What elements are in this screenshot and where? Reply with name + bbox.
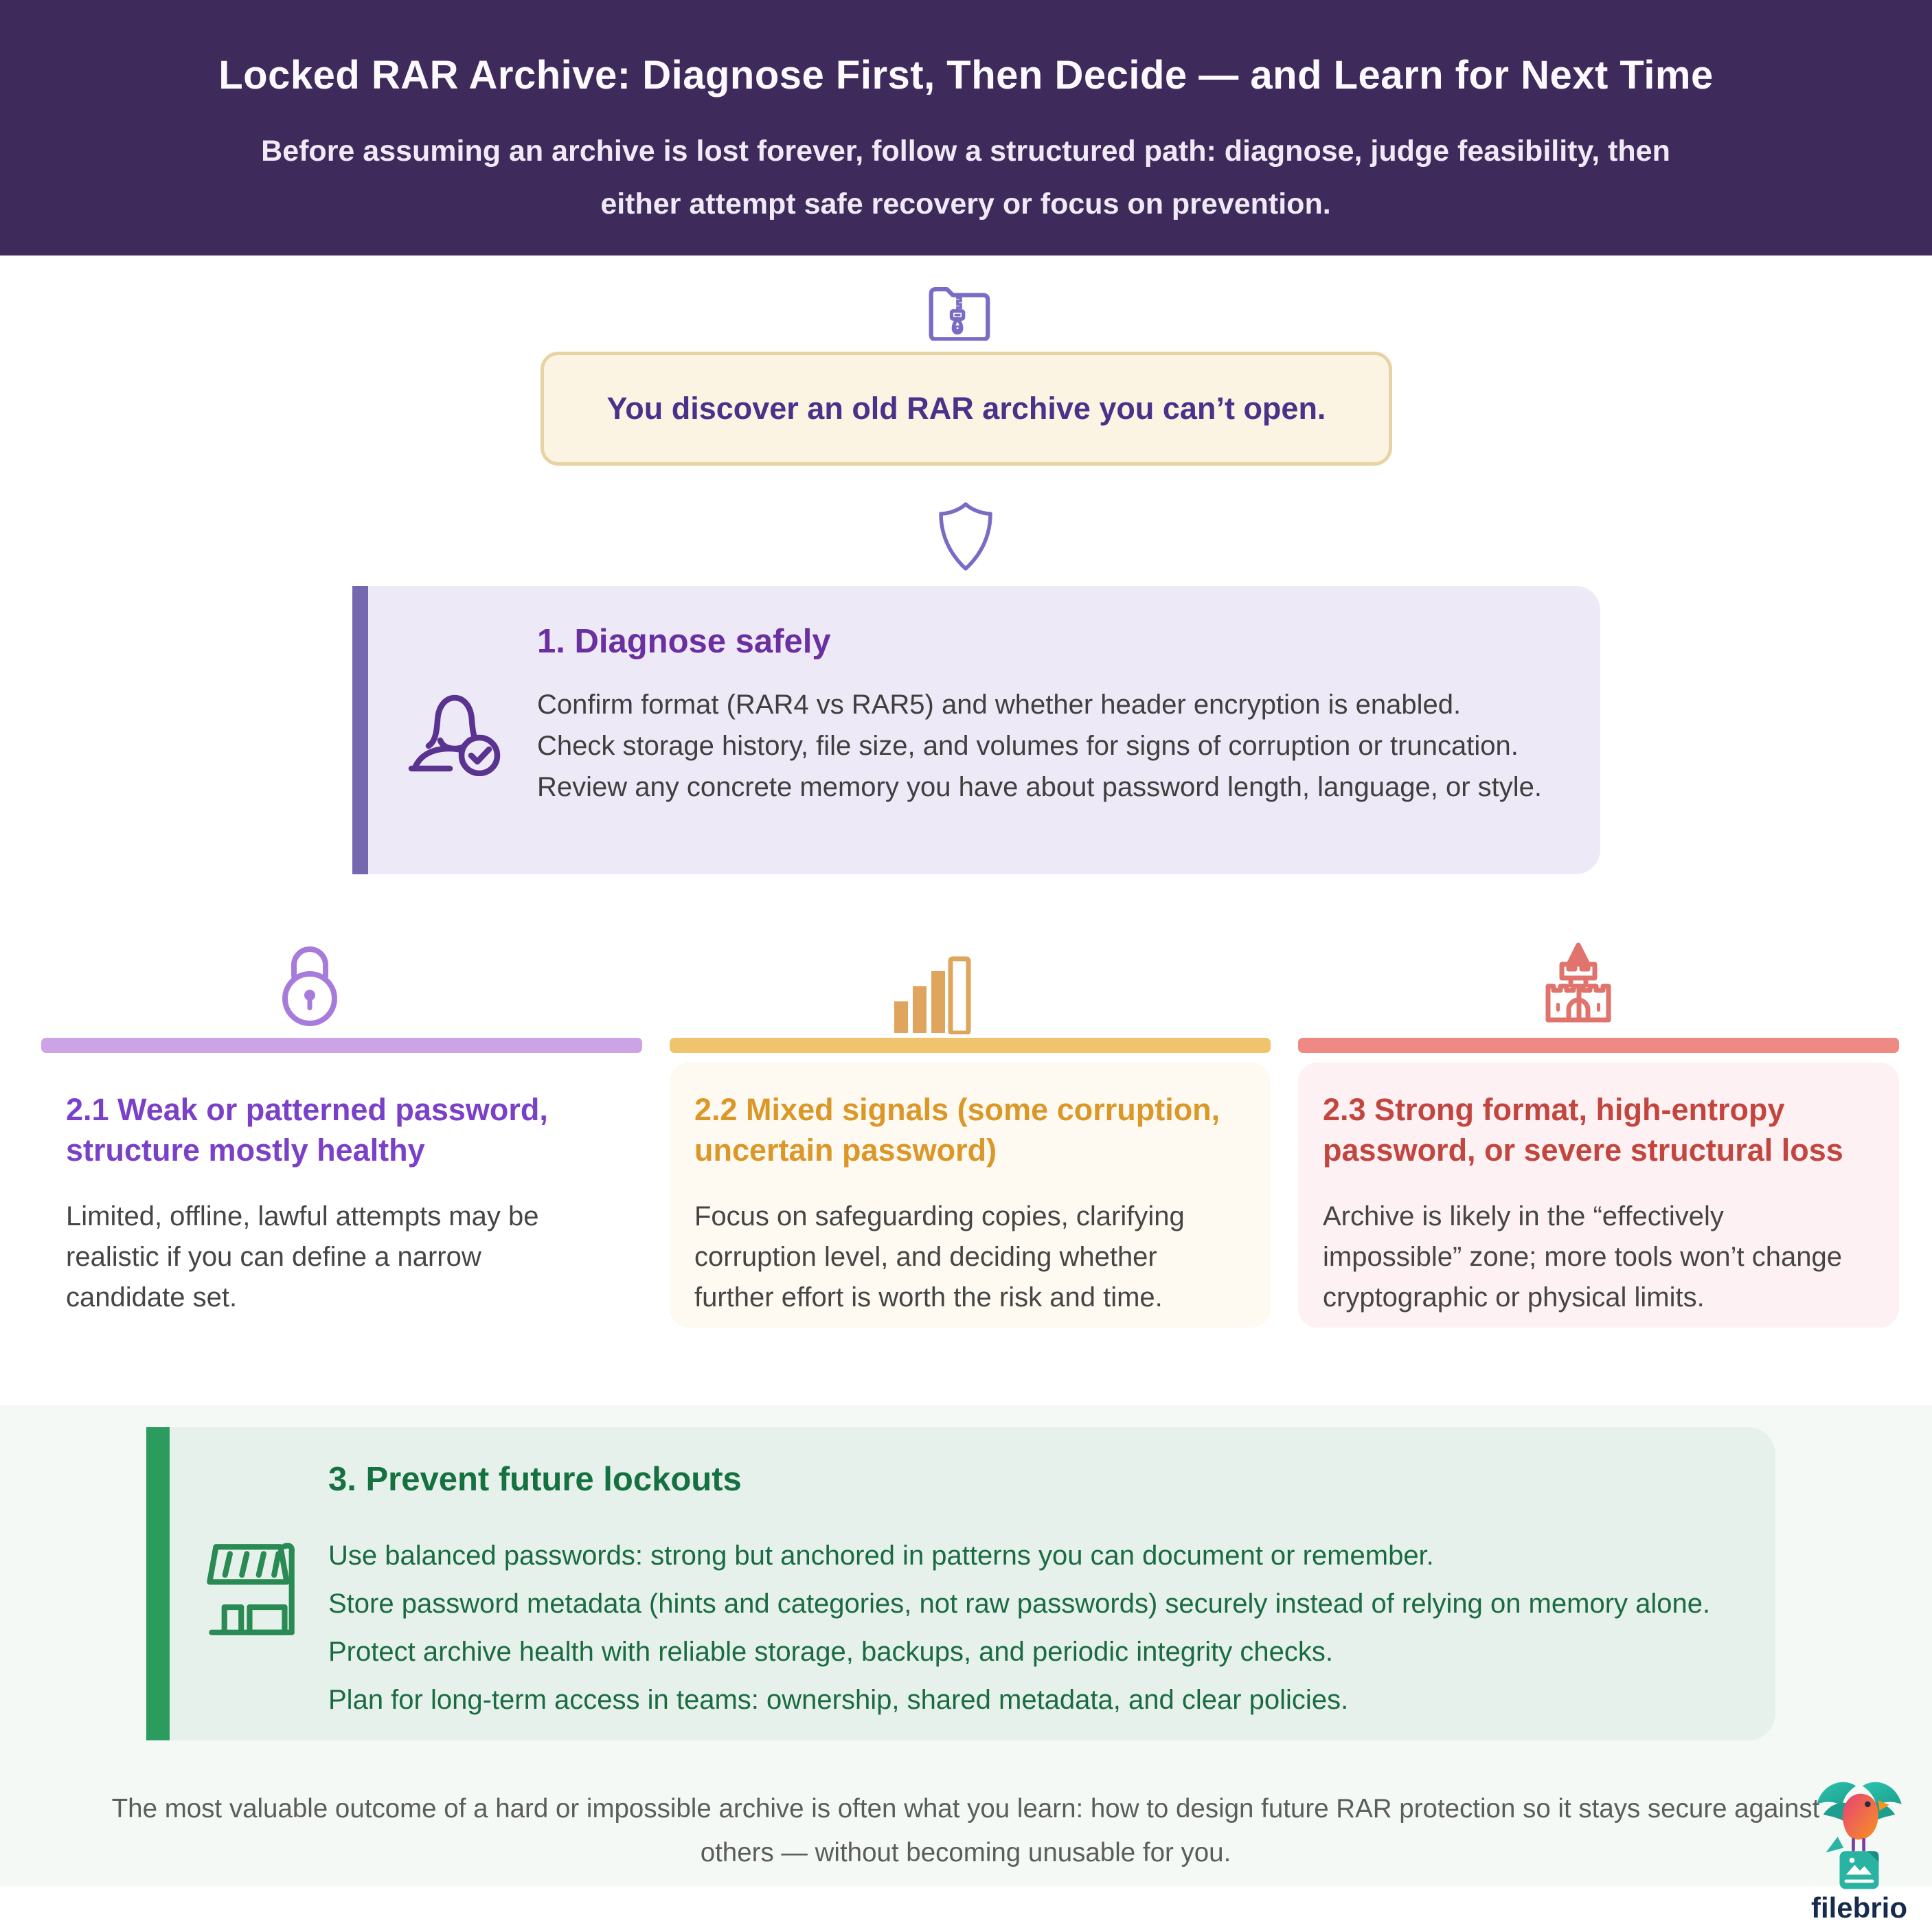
prevent-card [170, 1427, 1775, 1740]
diagnose-line: Confirm format (RAR4 vs RAR5) and whethe… [537, 690, 1462, 720]
branch-3-card [1298, 1062, 1899, 1328]
diagnose-title: 1. Diagnose safely [537, 623, 831, 660]
brand-logo-icon [1810, 1764, 1908, 1894]
prevent-accent-bar [146, 1427, 170, 1740]
branch-1-body: Limited, offline, lawful attempts may be… [66, 1201, 539, 1312]
branch-2-body: Focus on safeguarding copies, clarifying… [694, 1201, 1185, 1312]
footer-note-line2: others — without becoming unusable for y… [700, 1838, 1231, 1867]
header-band [0, 0, 1932, 255]
branch-3-rule [1298, 1038, 1899, 1053]
bar-chart-icon [893, 956, 971, 1036]
scenario-text: You discover an old RAR archive you can’… [606, 391, 1326, 426]
prevent-body: Use balanced passwords: strong but ancho… [328, 1532, 1710, 1724]
page-subtitle-line1: Before assuming an archive is lost forev… [261, 135, 1670, 168]
page-subtitle: Before assuming an archive is lost forev… [107, 125, 1824, 231]
page-title: Locked RAR Archive: Diagnose First, Then… [218, 53, 1714, 98]
branch-3-title: 2.3 Strong format, high-entropy password… [1323, 1092, 1843, 1168]
branch-3-body: Archive is likely in the “effectively im… [1323, 1201, 1842, 1312]
scenario-callout: You discover an old RAR archive you can’… [541, 352, 1392, 466]
page-subtitle-line2: either attempt safe recovery or focus on… [600, 187, 1331, 220]
branch-1-rule [41, 1038, 642, 1053]
diagnose-line: Check storage history, file size, and vo… [537, 731, 1519, 761]
zipped-folder-icon [926, 275, 992, 342]
shield-icon [935, 501, 996, 571]
branch-2-title: 2.2 Mixed signals (some corruption, unce… [694, 1092, 1220, 1168]
branch-1-title: 2.1 Weak or patterned password, structur… [66, 1092, 548, 1168]
storefront-archive-icon [201, 1538, 302, 1640]
diagnose-line: Review any concrete memory you have abou… [537, 772, 1543, 802]
prevent-line: Store password metadata (hints and categ… [328, 1589, 1711, 1619]
diagnose-accent-bar [352, 586, 368, 874]
prevent-line: Plan for long-term access in teams: owne… [328, 1685, 1349, 1715]
analyst-check-icon [404, 679, 505, 777]
castle-icon [1540, 942, 1617, 1023]
diagnose-body: Confirm format (RAR4 vs RAR5) and whethe… [537, 684, 1542, 808]
branch-2-card [670, 1062, 1271, 1328]
branch-2-rule [670, 1038, 1271, 1053]
prevent-line: Protect archive health with reliable sto… [328, 1637, 1333, 1667]
prevent-title: 3. Prevent future lockouts [328, 1461, 742, 1498]
footer-note-line1: The most valuable outcome of a hard or i… [111, 1794, 1820, 1823]
footer-note: The most valuable outcome of a hard or i… [100, 1787, 1831, 1875]
diagnose-card [368, 586, 1600, 874]
prevent-line: Use balanced passwords: strong but ancho… [328, 1541, 1434, 1571]
lock-icon [282, 946, 338, 1026]
brand-name: filebrio [1810, 1891, 1907, 1924]
